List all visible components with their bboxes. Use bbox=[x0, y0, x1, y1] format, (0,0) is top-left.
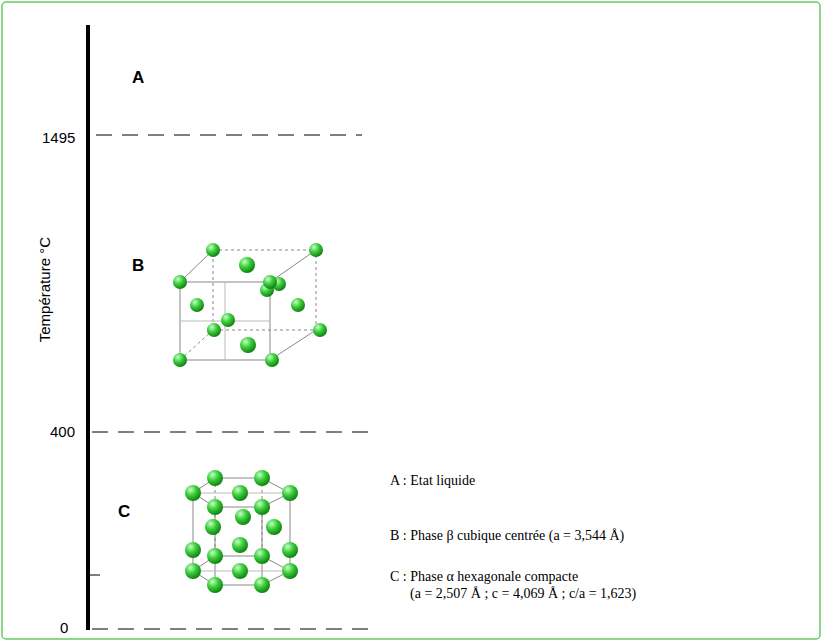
axis-tick bbox=[88, 575, 100, 576]
temperature-value: 1495 bbox=[42, 129, 75, 146]
region-letter: A bbox=[132, 68, 144, 88]
legend-entry: (a = 2,507 Å ; c = 4,069 Å ; c/a = 1,623… bbox=[410, 586, 636, 602]
temperature-value: 0 bbox=[60, 619, 68, 636]
legend-entry: B : Phase β cubique centrée (a = 3,544 Å… bbox=[390, 528, 624, 544]
hexagonal-cell bbox=[185, 470, 298, 593]
temperature-axis bbox=[86, 25, 90, 630]
legend-entry: C : Phase α hexagonale compacte bbox=[390, 569, 578, 585]
phase-boundaries bbox=[92, 135, 372, 629]
region-letter: B bbox=[132, 256, 144, 276]
legend-entry: A : Etat liquide bbox=[390, 473, 475, 489]
cubic-cell bbox=[173, 243, 327, 367]
temperature-value: 400 bbox=[50, 423, 75, 440]
axis-title: Température °C bbox=[36, 237, 53, 342]
region-letter: C bbox=[118, 502, 130, 522]
